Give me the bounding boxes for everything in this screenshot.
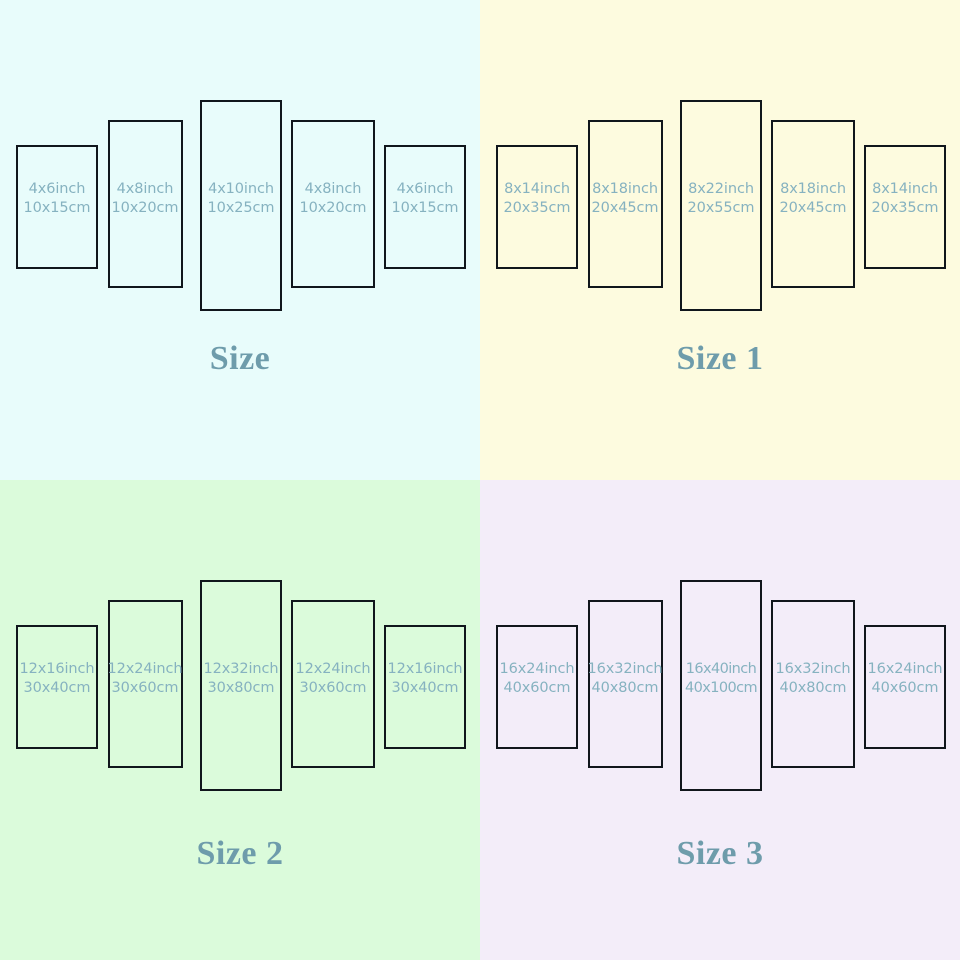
canvas-panel[interactable]: [291, 600, 375, 768]
canvas-panel[interactable]: [16, 145, 98, 269]
canvas-panel[interactable]: [771, 120, 855, 288]
canvas-panel[interactable]: [16, 625, 98, 749]
panel-group: 8x14inch 20x35cm 8x18inch 20x45cm 8x22in…: [480, 0, 960, 340]
panel-group: 12x16inch 30x40cm 12x24inch 30x60cm 12x3…: [0, 480, 480, 820]
canvas-panel[interactable]: [384, 145, 466, 269]
canvas-panel[interactable]: [864, 145, 946, 269]
canvas-panel[interactable]: [291, 120, 375, 288]
canvas-panel[interactable]: [108, 120, 183, 288]
quadrant-size-1: 8x14inch 20x35cm 8x18inch 20x45cm 8x22in…: [480, 0, 960, 480]
quadrant-size-3: 16x24inch 40x60cm 16x32inch 40x80cm 16x4…: [480, 480, 960, 960]
quadrant-size-2: 12x16inch 30x40cm 12x24inch 30x60cm 12x3…: [0, 480, 480, 960]
canvas-panel[interactable]: [680, 100, 762, 311]
canvas-panel[interactable]: [200, 580, 282, 791]
canvas-panel[interactable]: [200, 100, 282, 311]
canvas-panel[interactable]: [588, 120, 663, 288]
canvas-panel[interactable]: [496, 145, 578, 269]
canvas-panel[interactable]: [864, 625, 946, 749]
quadrant-size: 4x6inch 10x15cm 4x8inch 10x20cm 4x10inch…: [0, 0, 480, 480]
quadrant-title: Size 2: [196, 835, 284, 872]
canvas-panel[interactable]: [384, 625, 466, 749]
quadrant-title: Size 1: [676, 340, 764, 377]
panel-group: 16x24inch 40x60cm 16x32inch 40x80cm 16x4…: [480, 480, 960, 820]
quadrant-title: Size 3: [676, 835, 764, 872]
quadrant-title: Size: [209, 340, 271, 377]
canvas-panel[interactable]: [496, 625, 578, 749]
canvas-panel[interactable]: [771, 600, 855, 768]
canvas-panel[interactable]: [108, 600, 183, 768]
canvas-panel[interactable]: [680, 580, 762, 791]
panel-group: 4x6inch 10x15cm 4x8inch 10x20cm 4x10inch…: [0, 0, 480, 340]
canvas-panel[interactable]: [588, 600, 663, 768]
